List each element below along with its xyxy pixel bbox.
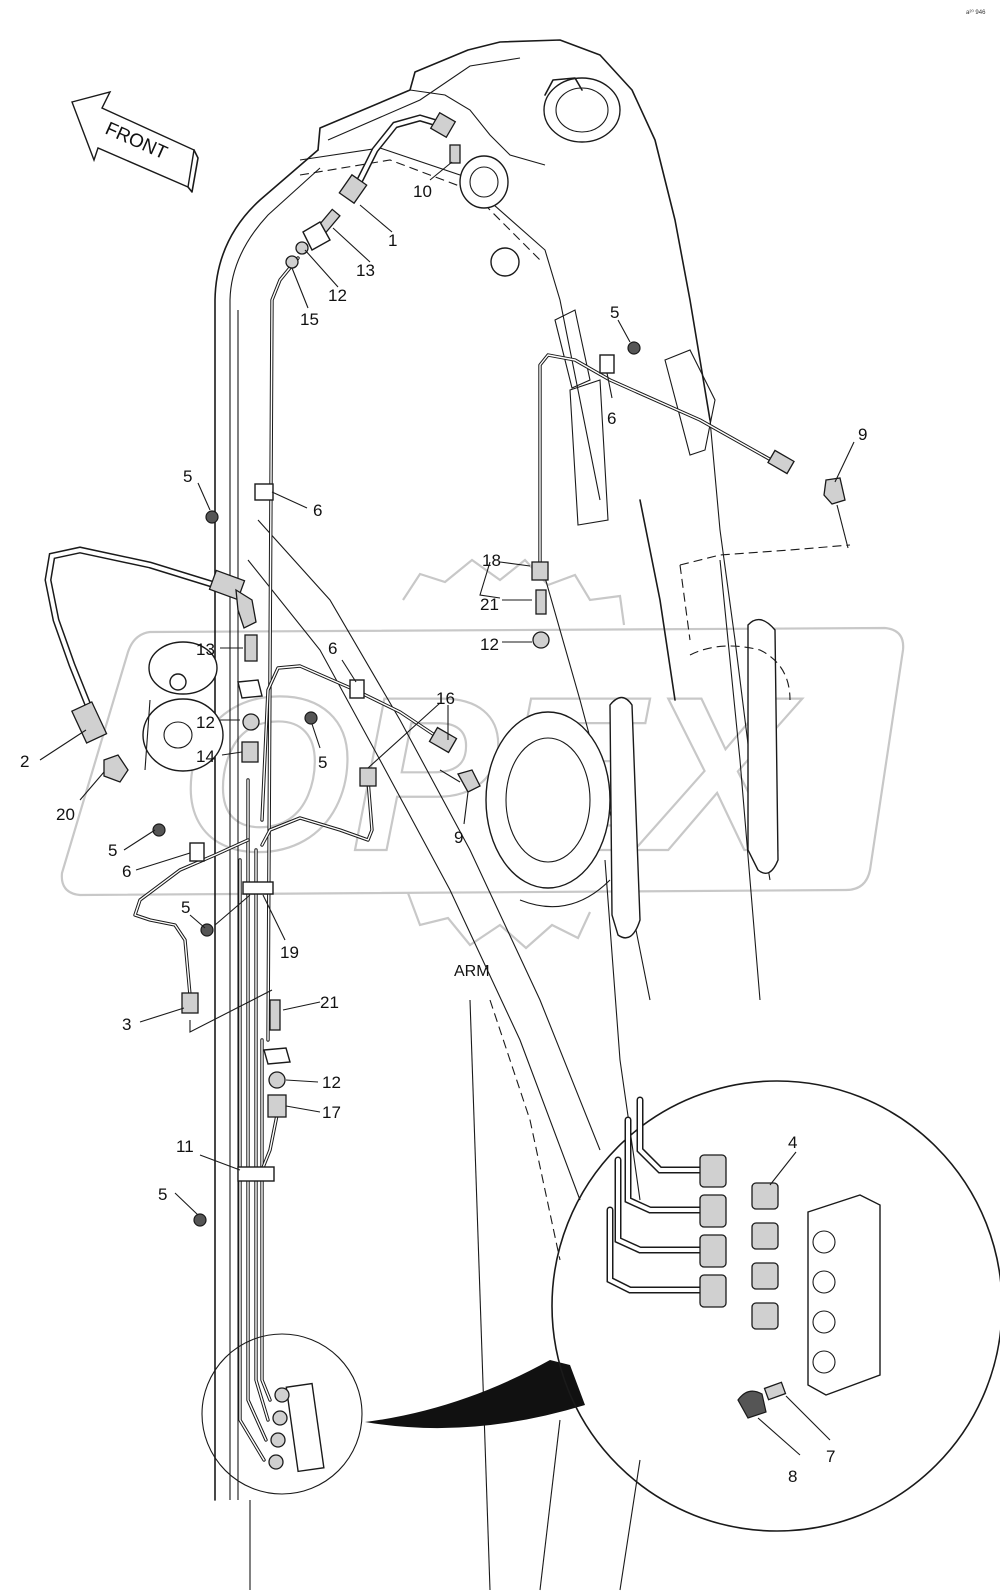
callout-5: 5 [158, 1185, 167, 1204]
callout-6: 6 [122, 862, 131, 881]
callout-9: 9 [858, 425, 867, 444]
pin-small [490, 247, 520, 277]
callout-11: 11 [176, 1137, 194, 1156]
elbow-9 [457, 769, 481, 793]
clamp-6 [254, 483, 274, 501]
callout-10: 10 [413, 182, 432, 201]
callout-12: 12 [322, 1073, 341, 1092]
callout-12: 12 [328, 286, 347, 305]
clamp-6 [189, 842, 205, 862]
callout-6: 6 [328, 639, 337, 658]
nipple-4 [751, 1302, 779, 1330]
callout-3: 3 [122, 1015, 131, 1034]
callout-21: 21 [480, 595, 499, 614]
bolt-5 [193, 1213, 207, 1227]
adapter-10 [449, 144, 461, 164]
piping [44, 114, 782, 1462]
callout-21: 21 [320, 993, 339, 1012]
pin-boss [543, 77, 621, 143]
callout-2: 2 [20, 752, 29, 771]
nut-14 [241, 741, 259, 763]
callout-4: 4 [788, 1133, 797, 1152]
callout-5: 5 [108, 841, 117, 860]
callout-12: 12 [196, 713, 215, 732]
clamp-19 [242, 881, 274, 895]
callout-labels: 1 10 13 12 15 5 6 9 5 6 18 21 12 13 6 16… [20, 182, 867, 1486]
arm-structure [142, 39, 851, 1591]
nut-16 [428, 726, 458, 754]
detail-circle-large [551, 1080, 1000, 1532]
callout-6: 6 [607, 409, 616, 428]
nut-18 [531, 561, 549, 581]
nipple-21 [535, 589, 547, 615]
arm-label: ARM [454, 963, 490, 980]
elbow-20 [103, 754, 129, 783]
clamp-6 [349, 679, 365, 699]
nipple-13 [244, 634, 258, 662]
bolt-5 [152, 823, 166, 837]
manifold-block [807, 1194, 881, 1396]
bolt-5 [627, 341, 641, 355]
callout-20: 20 [56, 805, 75, 824]
cap-8 [737, 1390, 767, 1419]
callout-13: 13 [356, 261, 375, 280]
bolt-5 [304, 711, 318, 725]
callout-5: 5 [181, 898, 190, 917]
clamp-6 [599, 354, 615, 374]
callout-17: 17 [322, 1103, 341, 1122]
nipple-21 [269, 999, 281, 1031]
fittings [70, 111, 1000, 1532]
callout-19: 19 [280, 943, 299, 962]
front-direction-arrow: FRONT [71, 90, 199, 193]
callout-1: 1 [388, 231, 397, 250]
callout-12: 12 [480, 635, 499, 654]
callout-13: 13 [196, 640, 215, 659]
nipple-4 [751, 1222, 779, 1250]
nipple-4 [751, 1182, 779, 1210]
nut-12 [268, 1071, 286, 1089]
callout-14: 14 [196, 747, 215, 766]
callout-5: 5 [183, 467, 192, 486]
nut-16 [359, 767, 377, 787]
callout-5: 5 [610, 303, 619, 322]
detail-pointer [365, 1360, 585, 1429]
nipple-4 [751, 1262, 779, 1290]
elbow-9 [823, 477, 846, 505]
callout-7: 7 [826, 1447, 835, 1466]
detail-circle-small [201, 1333, 363, 1495]
leader-lines [39, 161, 855, 1456]
callout-5: 5 [318, 753, 327, 772]
callout-16: 16 [436, 689, 455, 708]
nut-12 [242, 713, 260, 731]
bolt-5 [205, 510, 219, 524]
nut-3 [181, 992, 199, 1014]
clamp-11 [237, 1166, 275, 1182]
callout-8: 8 [788, 1467, 797, 1486]
callout-18: 18 [482, 551, 501, 570]
nut-12 [532, 631, 550, 649]
hose-end-2 [70, 701, 108, 744]
grease-fitting-7 [763, 1381, 787, 1401]
pin [459, 155, 509, 209]
hose-end-fitting-1 [338, 173, 368, 205]
callout-15: 15 [300, 310, 319, 329]
callout-6: 6 [313, 501, 322, 520]
central-boss [485, 711, 611, 889]
callout-9: 9 [454, 828, 463, 847]
nut-17 [267, 1094, 287, 1118]
block-small [285, 1382, 325, 1473]
corner-code: a²⁰ 946 [966, 9, 986, 16]
